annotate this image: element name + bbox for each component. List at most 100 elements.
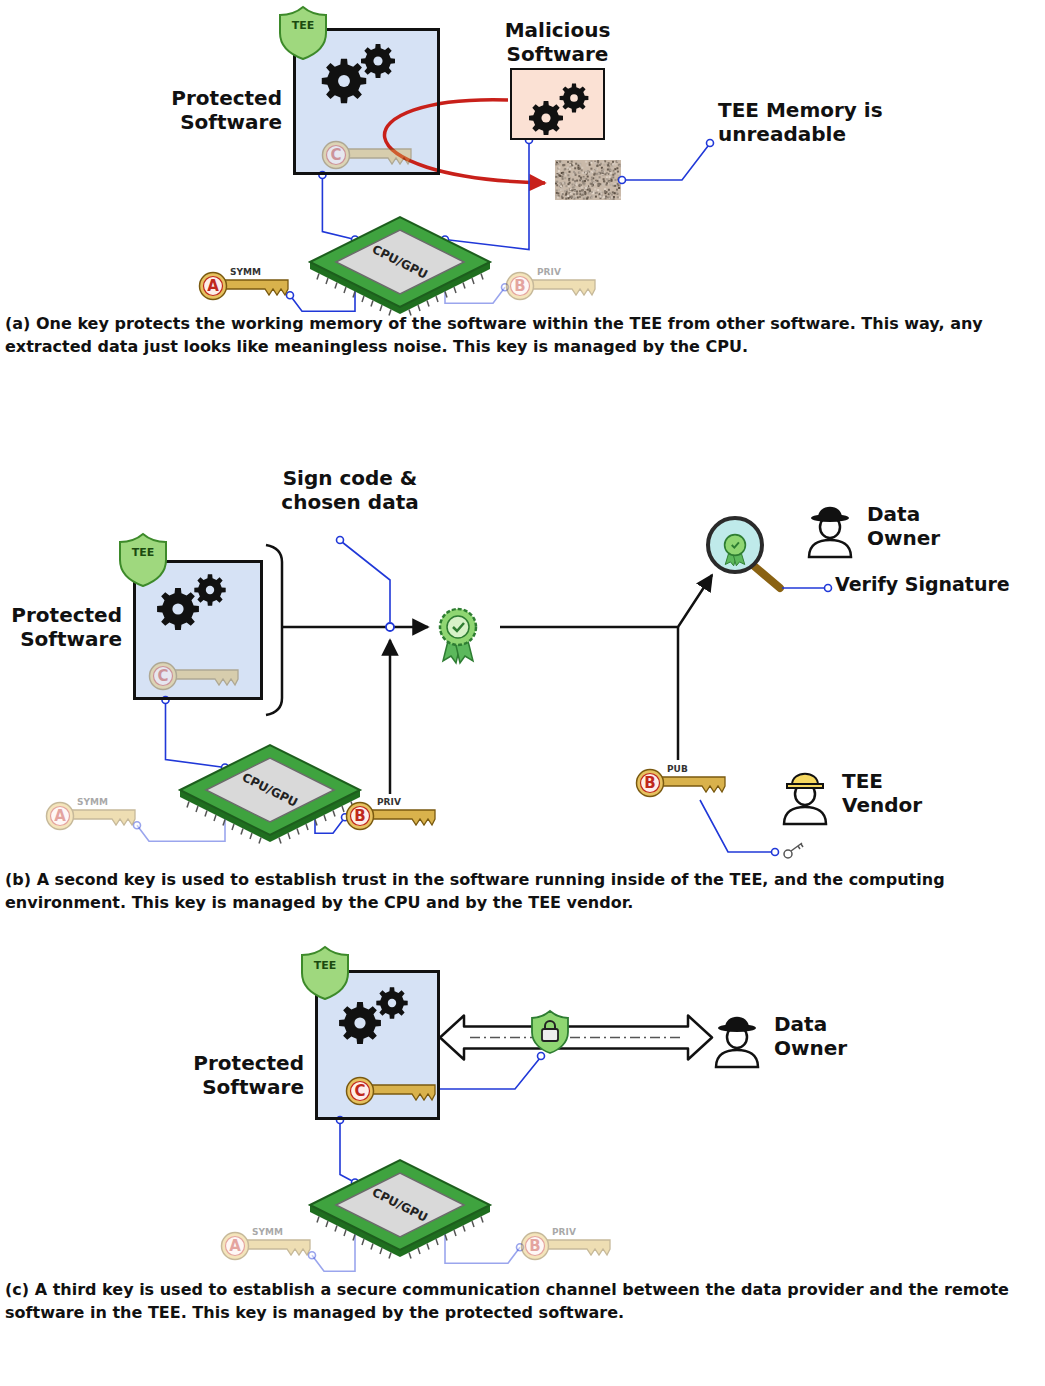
- noise-speck: [617, 171, 619, 173]
- noise-speck: [616, 160, 618, 162]
- noise-speck: [577, 197, 579, 199]
- key-badge: [226, 1237, 245, 1256]
- noise-speck: [602, 168, 604, 170]
- private-key: BPRIV: [505, 268, 597, 300]
- noise-speck: [613, 196, 615, 198]
- hat-crown: [725, 1017, 749, 1028]
- key-shaft: [661, 777, 725, 792]
- noise-speck: [616, 192, 618, 194]
- noise-speck: [611, 164, 613, 166]
- gear-hole: [206, 586, 214, 594]
- key-badge: [154, 667, 173, 686]
- wire: [290, 285, 355, 312]
- noise-speck: [586, 164, 588, 166]
- noise-speck: [569, 171, 571, 173]
- wire: [166, 700, 226, 768]
- noise-speck: [576, 191, 578, 193]
- key-badge: [327, 146, 346, 165]
- noise-speck: [558, 189, 560, 191]
- noise-speck: [572, 179, 574, 181]
- key-badge: [351, 1082, 370, 1101]
- key-shaft: [371, 1085, 435, 1100]
- noise-speck: [579, 172, 581, 174]
- noise-speck: [612, 167, 614, 169]
- key-type-label: PRIV: [537, 267, 561, 278]
- noise-speck: [583, 198, 585, 200]
- noise-speck: [595, 168, 597, 170]
- noise-speck: [556, 192, 558, 194]
- noise-speck: [594, 188, 596, 190]
- noise-speck: [571, 161, 573, 163]
- noise-speck: [573, 193, 575, 195]
- channel-arrow: [440, 1016, 712, 1060]
- noise-speck: [609, 192, 611, 194]
- gear-icon: [339, 1002, 381, 1044]
- noise-speck: [574, 189, 576, 191]
- noise-speck: [573, 189, 575, 191]
- noise-speck: [604, 188, 606, 190]
- noise-speck: [568, 197, 570, 199]
- noise-speck: [608, 189, 610, 191]
- wire-dot: [309, 1252, 316, 1259]
- noise-speck: [595, 196, 597, 198]
- key-bow: [222, 1233, 249, 1260]
- noise-speck: [582, 194, 584, 196]
- noise-speck: [583, 184, 585, 186]
- noise-speck: [569, 182, 571, 184]
- noise-speck: [598, 183, 600, 185]
- noise-speck: [609, 192, 611, 194]
- wire: [322, 175, 355, 240]
- leader-dot: [619, 177, 626, 184]
- key-shaft: [347, 149, 411, 164]
- noise-speck: [590, 183, 592, 185]
- noise-speck: [561, 162, 563, 164]
- noise-speck: [583, 177, 585, 179]
- noise-speck: [614, 185, 616, 187]
- noise-speck: [606, 183, 608, 185]
- noise-speck: [582, 189, 584, 191]
- key-bow: [150, 663, 177, 690]
- memory-key: C: [321, 137, 413, 169]
- noise-speck: [578, 164, 580, 166]
- wire: [445, 285, 505, 304]
- key-type-label: SYMM: [252, 1227, 283, 1238]
- noise-speck: [578, 165, 580, 167]
- noise-speck: [572, 187, 574, 189]
- gear-icon: [194, 574, 225, 605]
- connector: [319, 172, 359, 244]
- noise-speck: [603, 164, 605, 166]
- noise-speck: [586, 198, 588, 200]
- noise-speck: [562, 182, 564, 184]
- leader-dot: [337, 537, 344, 544]
- noise-speck: [598, 184, 600, 186]
- noise-speck: [613, 170, 615, 172]
- noise-speck: [615, 179, 617, 181]
- noise-speck: [590, 197, 592, 199]
- figure-caption: (b) A second key is used to establish tr…: [5, 868, 1040, 914]
- leader-dot: [707, 140, 714, 147]
- noise-speck: [558, 184, 560, 186]
- noise-speck: [565, 196, 567, 198]
- noise-speck: [589, 189, 591, 191]
- noise-speck: [578, 168, 580, 170]
- noise-speck: [571, 189, 573, 191]
- noise-speck: [555, 194, 557, 196]
- noise-speck: [619, 165, 621, 167]
- noise-speck: [607, 164, 609, 166]
- gear-hole: [338, 75, 350, 87]
- key-type-label: SYMM: [77, 797, 108, 808]
- noise-speck: [596, 165, 598, 167]
- gear-hole: [354, 1017, 365, 1028]
- noise-speck: [607, 169, 609, 171]
- bracket: [266, 545, 282, 715]
- gear-icon: [376, 987, 407, 1018]
- noise-speck: [589, 164, 591, 166]
- leader-dot: [772, 849, 779, 856]
- noise-speck: [582, 194, 584, 196]
- node-outline: [712, 1008, 762, 1068]
- noise-speck: [598, 183, 600, 185]
- noise-speck: [585, 178, 587, 180]
- gear-hole: [373, 56, 382, 65]
- callout-label: Sign code & chosen data: [250, 466, 450, 514]
- key-type-label: PUB: [667, 764, 688, 775]
